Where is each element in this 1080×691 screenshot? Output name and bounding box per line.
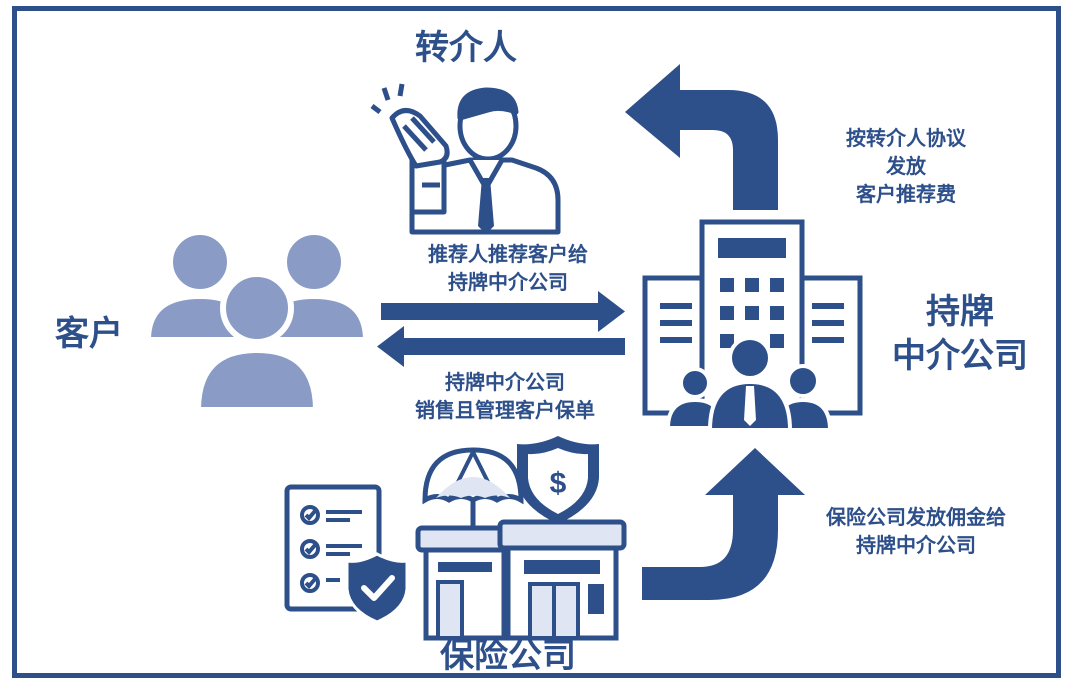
customer-group-icon bbox=[144, 229, 370, 413]
customer-label: 客户 bbox=[55, 314, 123, 354]
sell-manage-label: 持牌中介公司 销售且管理客户保单 bbox=[380, 368, 630, 424]
sell-manage-arrow bbox=[377, 326, 625, 367]
umbrella-icon bbox=[422, 447, 524, 528]
agency-label-line-1: 持牌 bbox=[926, 292, 994, 332]
diagram-frame bbox=[12, 6, 1061, 678]
referral-fee-label: 按转介人协议 发放 客户推荐费 bbox=[822, 124, 990, 208]
recommend-line-2: 持牌中介公司 bbox=[448, 270, 568, 294]
referral-fee-line-3: 客户推荐费 bbox=[856, 182, 956, 206]
recommend-line-1: 推荐人推荐客户给 bbox=[428, 242, 588, 266]
referral-fee-line-2: 发放 bbox=[886, 154, 926, 178]
recommend-arrow bbox=[381, 291, 625, 332]
dollar-symbol: $ bbox=[550, 467, 567, 500]
commission-arrow bbox=[642, 448, 805, 600]
sell-manage-line-2: 销售且管理客户保单 bbox=[415, 398, 595, 422]
check-shield-icon bbox=[345, 552, 409, 624]
dollar-shield-icon: $ bbox=[517, 436, 599, 524]
insurer-label: 保险公司 bbox=[440, 636, 576, 676]
insurer-building-icon: $ bbox=[415, 436, 627, 641]
recommend-label: 推荐人推荐客户给 持牌中介公司 bbox=[388, 240, 628, 296]
referral-fee-line-1: 按转介人协议 bbox=[846, 126, 966, 150]
commission-label: 保险公司发放佣金给 持牌中介公司 bbox=[786, 503, 1046, 559]
agency-building-icon bbox=[642, 219, 863, 432]
agency-staff-center bbox=[707, 336, 793, 432]
agency-label: 持牌 中介公司 bbox=[872, 290, 1048, 378]
referrer-label: 转介人 bbox=[415, 28, 517, 68]
commission-line-2: 持牌中介公司 bbox=[856, 533, 976, 557]
referral-fee-arrow bbox=[625, 64, 778, 210]
referrer-person-icon bbox=[370, 83, 561, 235]
sell-manage-line-1: 持牌中介公司 bbox=[445, 370, 565, 394]
commission-line-1: 保险公司发放佣金给 bbox=[826, 505, 1006, 529]
agency-label-line-2: 中介公司 bbox=[892, 336, 1028, 376]
